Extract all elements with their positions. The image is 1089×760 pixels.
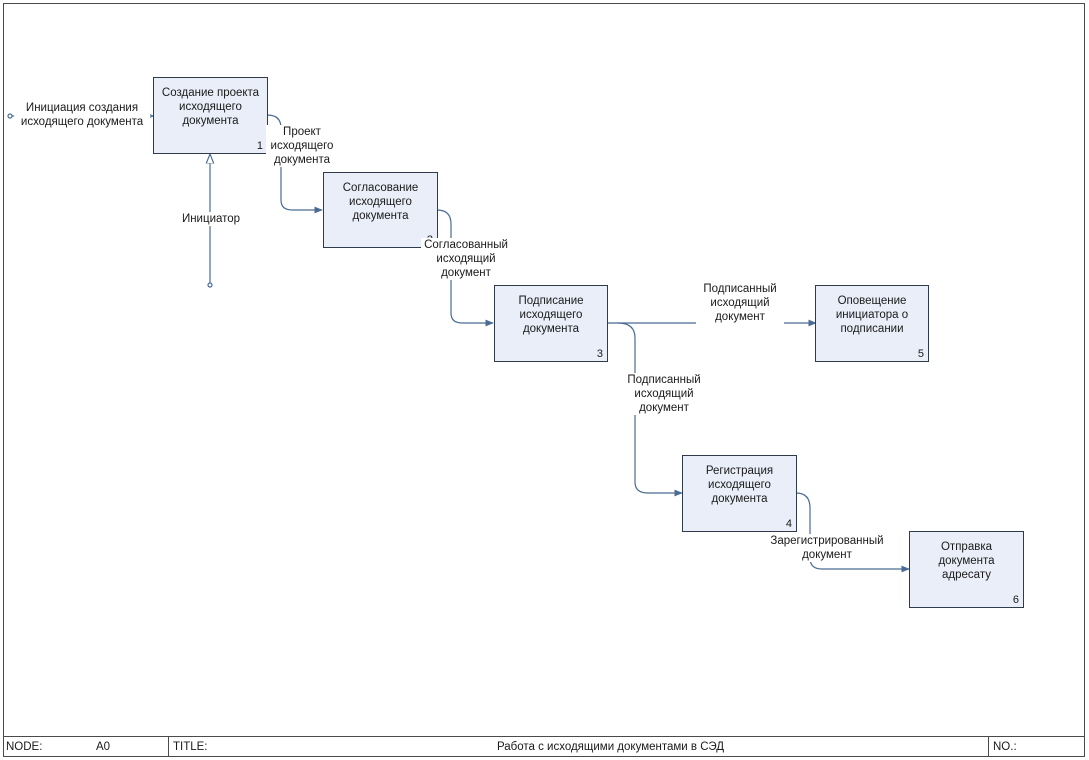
arrow-project-doc (266, 114, 323, 214)
label-registered-doc: Зарегистрированный документ (762, 534, 892, 562)
footer-no-label: NO.: (988, 737, 1083, 757)
label-mechanism-initiator: Инициатор (172, 212, 250, 226)
label-signed-to-notify: Подписанный исходящий документ (696, 282, 784, 324)
activity-box-1[interactable]: Создание проекта исходящего документа 1 (153, 77, 268, 154)
footer-node-label: NODE: (6, 741, 43, 753)
activity-box-3-number: 3 (596, 348, 603, 360)
arrow-signed-to-register (617, 322, 683, 497)
footer-title-value: Работа с исходящими документами в СЭД (496, 741, 725, 753)
activity-box-1-label: Создание проекта исходящего документа (161, 87, 260, 127)
label-project-doc: Проект исходящего документа (266, 125, 338, 167)
activity-box-1-number: 1 (256, 140, 263, 152)
activity-box-6[interactable]: Отправка документа адресату 6 (909, 531, 1024, 608)
activity-box-5[interactable]: Оповещение инициатора о подписании 5 (815, 285, 929, 362)
activity-box-2-label: Согласование исходящего документа (342, 182, 419, 222)
diagram-frame (3, 3, 1085, 757)
input-start-dot (7, 113, 13, 119)
activity-box-2[interactable]: Согласование исходящего документа 2 (323, 172, 438, 248)
activity-box-5-number: 5 (917, 348, 924, 360)
diagram-footer: NODE: A0 TITLE: Работа с исходящими доку… (3, 736, 1085, 757)
footer-node-value: A0 (96, 741, 111, 753)
activity-box-4-number: 4 (785, 518, 792, 530)
activity-box-6-label: Отправка документа адресату (938, 541, 995, 581)
footer-title-label: TITLE: (168, 737, 228, 757)
activity-box-4-label: Регистрация исходящего документа (705, 465, 774, 505)
activity-box-3-label: Подписание исходящего документа (518, 295, 584, 335)
label-input-initiation: Инициация создания исходящего документа (14, 101, 150, 129)
arrow-agreed-doc (436, 209, 494, 327)
label-signed-to-register: Подписанный исходящий документ (620, 373, 708, 415)
mechanism-start-dot (207, 282, 213, 288)
activity-box-4[interactable]: Регистрация исходящего документа 4 (682, 455, 797, 532)
activity-box-5-label: Оповещение инициатора о подписании (835, 295, 909, 335)
label-agreed-doc: Согласованный исходящий документ (421, 238, 511, 280)
activity-box-3[interactable]: Подписание исходящего документа 3 (494, 285, 608, 362)
activity-box-6-number: 6 (1012, 594, 1019, 606)
